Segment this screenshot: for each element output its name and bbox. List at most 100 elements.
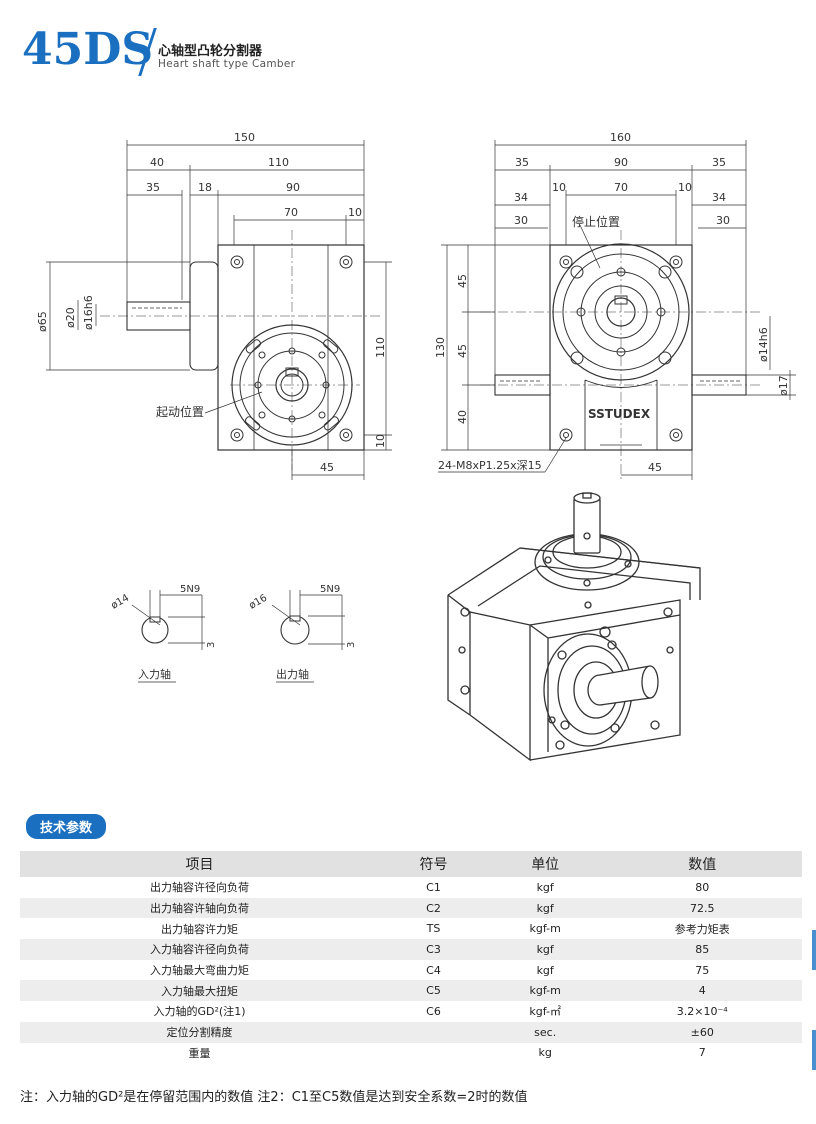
dim-right-34b: 34 xyxy=(712,191,726,204)
header-item: 项目 xyxy=(20,851,380,877)
dim-right-30b: 30 xyxy=(716,214,730,227)
cell-item: 出力轴容许力矩 xyxy=(20,918,380,940)
dim-left-150: 150 xyxy=(234,131,255,144)
dim-right-10b: 10 xyxy=(678,181,692,194)
dim-right-30a: 30 xyxy=(514,214,528,227)
cell-value: 4 xyxy=(602,980,802,1002)
cell-value: 参考力矩表 xyxy=(602,918,802,940)
product-title-cn: 心轴型凸轮分割器 xyxy=(158,44,263,59)
cell-item: 入力轴最大扭矩 xyxy=(20,980,380,1002)
dim-left-v10: 10 xyxy=(374,434,387,448)
model-number: 45DS xyxy=(22,24,154,75)
dim-left-40: 40 xyxy=(150,156,164,169)
dim-left-dia65: ø65 xyxy=(36,311,49,332)
dim-left-dia16h6: ø16h6 xyxy=(82,295,95,330)
cell-unit: kgf-m xyxy=(487,980,603,1002)
input-shaft-label: 入力轴 xyxy=(138,667,171,681)
cell-symbol: C4 xyxy=(379,959,488,981)
cell-value: 80 xyxy=(602,877,802,898)
input-shaft-depth: 3 xyxy=(206,642,217,648)
page-edge-mark xyxy=(812,930,816,970)
cell-item: 定位分割精度 xyxy=(20,1021,380,1043)
table-row: 出力轴容许轴向负荷 C2 kgf 72.5 xyxy=(20,897,802,919)
dim-right-35b: 35 xyxy=(712,156,726,169)
header-unit: 单位 xyxy=(487,851,603,877)
cell-value: 75 xyxy=(602,959,802,981)
cell-symbol: C5 xyxy=(379,980,488,1002)
stop-position-label: 停止位置 xyxy=(572,214,620,229)
table-row: 定位分割精度 sec. ±60 xyxy=(20,1021,802,1043)
cell-symbol xyxy=(379,1021,488,1043)
cell-unit: sec. xyxy=(487,1021,603,1043)
dim-right-dia17: ø17 xyxy=(777,375,790,396)
header-value: 数值 xyxy=(602,851,802,877)
cell-item: 重量 xyxy=(20,1042,380,1064)
dim-right-10a: 10 xyxy=(552,181,566,194)
spec-table: 项目 符号 单位 数值 出力轴容许径向负荷 C1 kgf 80 出力轴容许轴向负… xyxy=(20,851,802,1064)
cell-value: 3.2×10⁻⁴ xyxy=(602,1001,802,1022)
dim-right-dia14h6: ø14h6 xyxy=(757,327,770,362)
cell-value: 72.5 xyxy=(602,897,802,919)
page-edge-mark xyxy=(812,1030,816,1070)
dim-right-v45a: 45 xyxy=(456,274,469,288)
table-row: 入力轴最大扭矩 C5 kgf-m 4 xyxy=(20,980,802,1002)
right-view: 160 35 90 35 34 10 70 10 34 30 30 SSTUDE… xyxy=(434,131,796,480)
dim-left-110: 110 xyxy=(268,156,289,169)
input-shaft-dia: ø14 xyxy=(109,593,131,612)
table-row: 重量 kg 7 xyxy=(20,1042,802,1064)
dim-right-v40: 40 xyxy=(456,410,469,424)
dim-left-35: 35 xyxy=(146,181,160,194)
dim-left-v110: 110 xyxy=(374,337,387,358)
isometric-view xyxy=(447,492,701,762)
dim-left-18: 18 xyxy=(198,181,212,194)
dim-right-34a: 34 xyxy=(514,191,528,204)
cell-unit: kgf xyxy=(487,897,603,919)
output-shaft-key: 5N9 xyxy=(320,584,340,595)
brand-mark: SSTUDEX xyxy=(588,407,651,421)
dim-left-45: 45 xyxy=(320,461,334,474)
cell-symbol: TS xyxy=(379,918,488,940)
spec-table-header: 项目 符号 单位 数值 xyxy=(20,851,802,877)
table-row: 出力轴容许力矩 TS kgf-m 参考力矩表 xyxy=(20,918,802,940)
cell-unit: kgf xyxy=(487,877,603,898)
table-row: 入力轴容许径向负荷 C3 kgf 85 xyxy=(20,939,802,960)
dim-right-160: 160 xyxy=(610,131,631,144)
input-shaft-detail: ø14 5N9 3 入力轴 xyxy=(109,584,217,683)
cell-symbol: C1 xyxy=(379,877,488,898)
input-shaft-key: 5N9 xyxy=(180,584,200,595)
dim-right-v130: 130 xyxy=(434,337,447,358)
product-title-en: Heart shaft type Camber xyxy=(158,58,296,70)
dim-right-v45b: 45 xyxy=(456,344,469,358)
output-shaft-label: 出力轴 xyxy=(276,667,309,681)
table-row: 入力轴的GD²(注1) C6 kgf-㎡ 3.2×10⁻⁴ xyxy=(20,1001,802,1022)
cell-symbol: C6 xyxy=(379,1001,488,1022)
dim-right-90: 90 xyxy=(614,156,628,169)
dim-left-10: 10 xyxy=(348,206,362,219)
dim-right-45: 45 xyxy=(648,461,662,474)
cell-item: 入力轴的GD²(注1) xyxy=(20,1001,380,1022)
footnote: 注：入力轴的GD²是在停留范围内的数值 注2：C1至C5数值是达到安全系数=2时… xyxy=(20,1090,528,1105)
output-shaft-detail: ø16 5N9 3 出力轴 xyxy=(247,584,357,683)
cell-unit: kgf xyxy=(487,939,603,960)
cell-item: 入力轴容许径向负荷 xyxy=(20,939,380,960)
dim-left-70: 70 xyxy=(284,206,298,219)
table-row: 出力轴容许径向负荷 C1 kgf 80 xyxy=(20,877,802,898)
section-title-badge: 技术参数 xyxy=(26,814,107,839)
cell-symbol: C2 xyxy=(379,897,488,919)
cell-item: 出力轴容许轴向负荷 xyxy=(20,897,380,919)
dim-right-70: 70 xyxy=(614,181,628,194)
start-position-label: 起动位置 xyxy=(156,404,204,419)
cell-value: ±60 xyxy=(602,1021,802,1043)
cell-item: 入力轴最大弯曲力矩 xyxy=(20,959,380,981)
output-shaft-depth: 3 xyxy=(346,642,357,648)
cell-unit: kgf xyxy=(487,959,603,981)
cell-item: 出力轴容许径向负荷 xyxy=(20,877,380,898)
cell-symbol: C3 xyxy=(379,939,488,960)
bolt-callout: 24-M8xP1.25x深15 xyxy=(438,459,542,472)
table-row: 入力轴最大弯曲力矩 C4 kgf 75 xyxy=(20,959,802,981)
dim-right-35a: 35 xyxy=(515,156,529,169)
cell-unit: kg xyxy=(487,1042,603,1064)
left-view: 150 40 110 35 18 90 70 10 ø65 ø20 ø16h6 xyxy=(36,131,392,480)
dim-left-90: 90 xyxy=(286,181,300,194)
cell-unit: kgf-㎡ xyxy=(487,1001,603,1022)
